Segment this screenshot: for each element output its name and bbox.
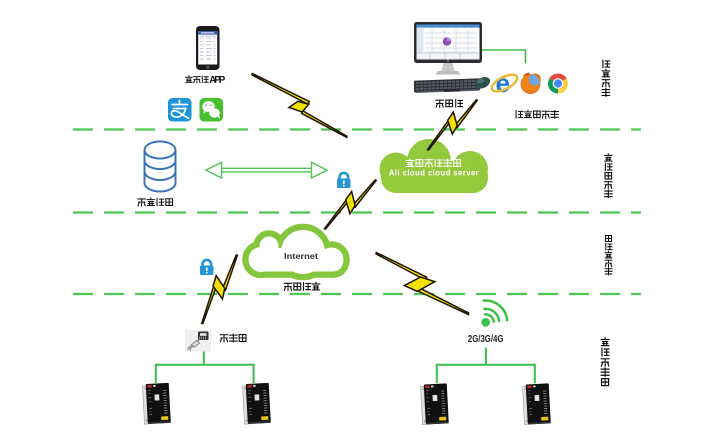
svg-text:Internet: Internet (284, 251, 318, 261)
svg-text:2G/3G/4G: 2G/3G/4G (468, 334, 504, 345)
svg-text:e: e (496, 68, 510, 98)
svg-text:Ali cloud cloud server: Ali cloud cloud server (389, 169, 479, 178)
svg-text:APP: APP (209, 75, 225, 86)
